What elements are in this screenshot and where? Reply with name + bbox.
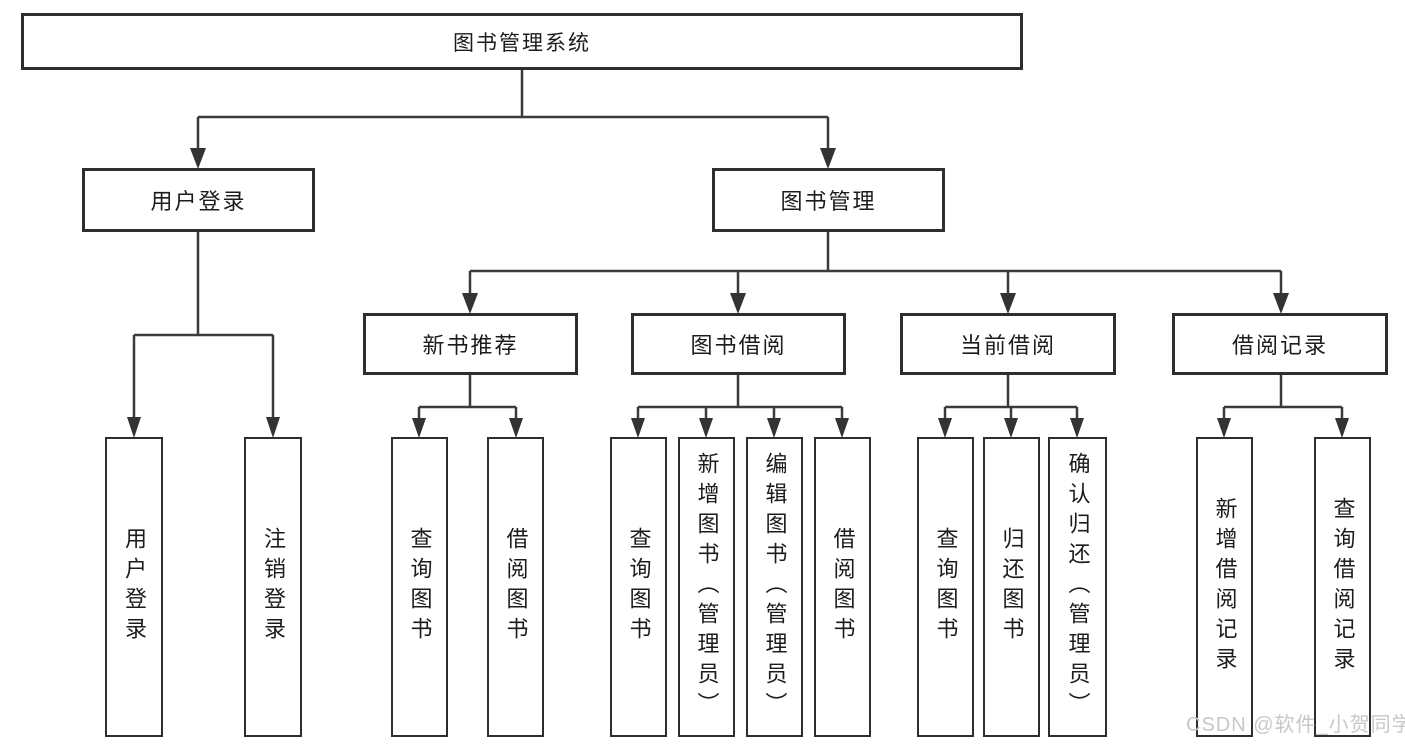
- leaf-borrow-books-recommend: 借阅图书: [487, 437, 544, 737]
- leaf-add-books-admin: 新增图书（管理员）: [678, 437, 735, 737]
- leaf-add-borrow-record: 新增借阅记录: [1196, 437, 1253, 737]
- csdn-watermark: CSDN @软件_小贺同学: [1186, 714, 1405, 736]
- node-borrow-records-label: 借阅记录: [1231, 333, 1328, 358]
- leaf-user-login: 用户登录: [105, 437, 163, 737]
- node-book-management-label: 图书管理: [780, 189, 877, 214]
- node-user-login: 用户登录: [82, 168, 315, 232]
- leaf-query-books-recommend: 查询图书: [391, 437, 448, 737]
- node-new-book-recommend-label: 新书推荐: [422, 333, 519, 358]
- leaf-query-books-borrow: 查询图书: [610, 437, 667, 737]
- node-new-book-recommend: 新书推荐: [363, 313, 578, 375]
- node-borrow-records: 借阅记录: [1172, 313, 1388, 375]
- node-book-borrow: 图书借阅: [631, 313, 846, 375]
- node-user-login-label: 用户登录: [150, 189, 247, 214]
- leaf-confirm-return-admin: 确认归还（管理员）: [1048, 437, 1107, 737]
- leaf-query-borrow-record: 查询借阅记录: [1314, 437, 1371, 737]
- leaf-return-books: 归还图书: [983, 437, 1040, 737]
- node-book-management: 图书管理: [712, 168, 945, 232]
- node-system-root: 图书管理系统: [21, 13, 1023, 70]
- node-current-borrow: 当前借阅: [900, 313, 1116, 375]
- leaf-edit-books-admin: 编辑图书（管理员）: [746, 437, 803, 737]
- leaf-borrow-books: 借阅图书: [814, 437, 871, 737]
- node-system-root-label: 图书管理系统: [453, 31, 591, 55]
- leaf-logout: 注销登录: [244, 437, 302, 737]
- leaf-query-books-current: 查询图书: [917, 437, 974, 737]
- node-current-borrow-label: 当前借阅: [959, 333, 1056, 358]
- node-book-borrow-label: 图书借阅: [690, 333, 787, 358]
